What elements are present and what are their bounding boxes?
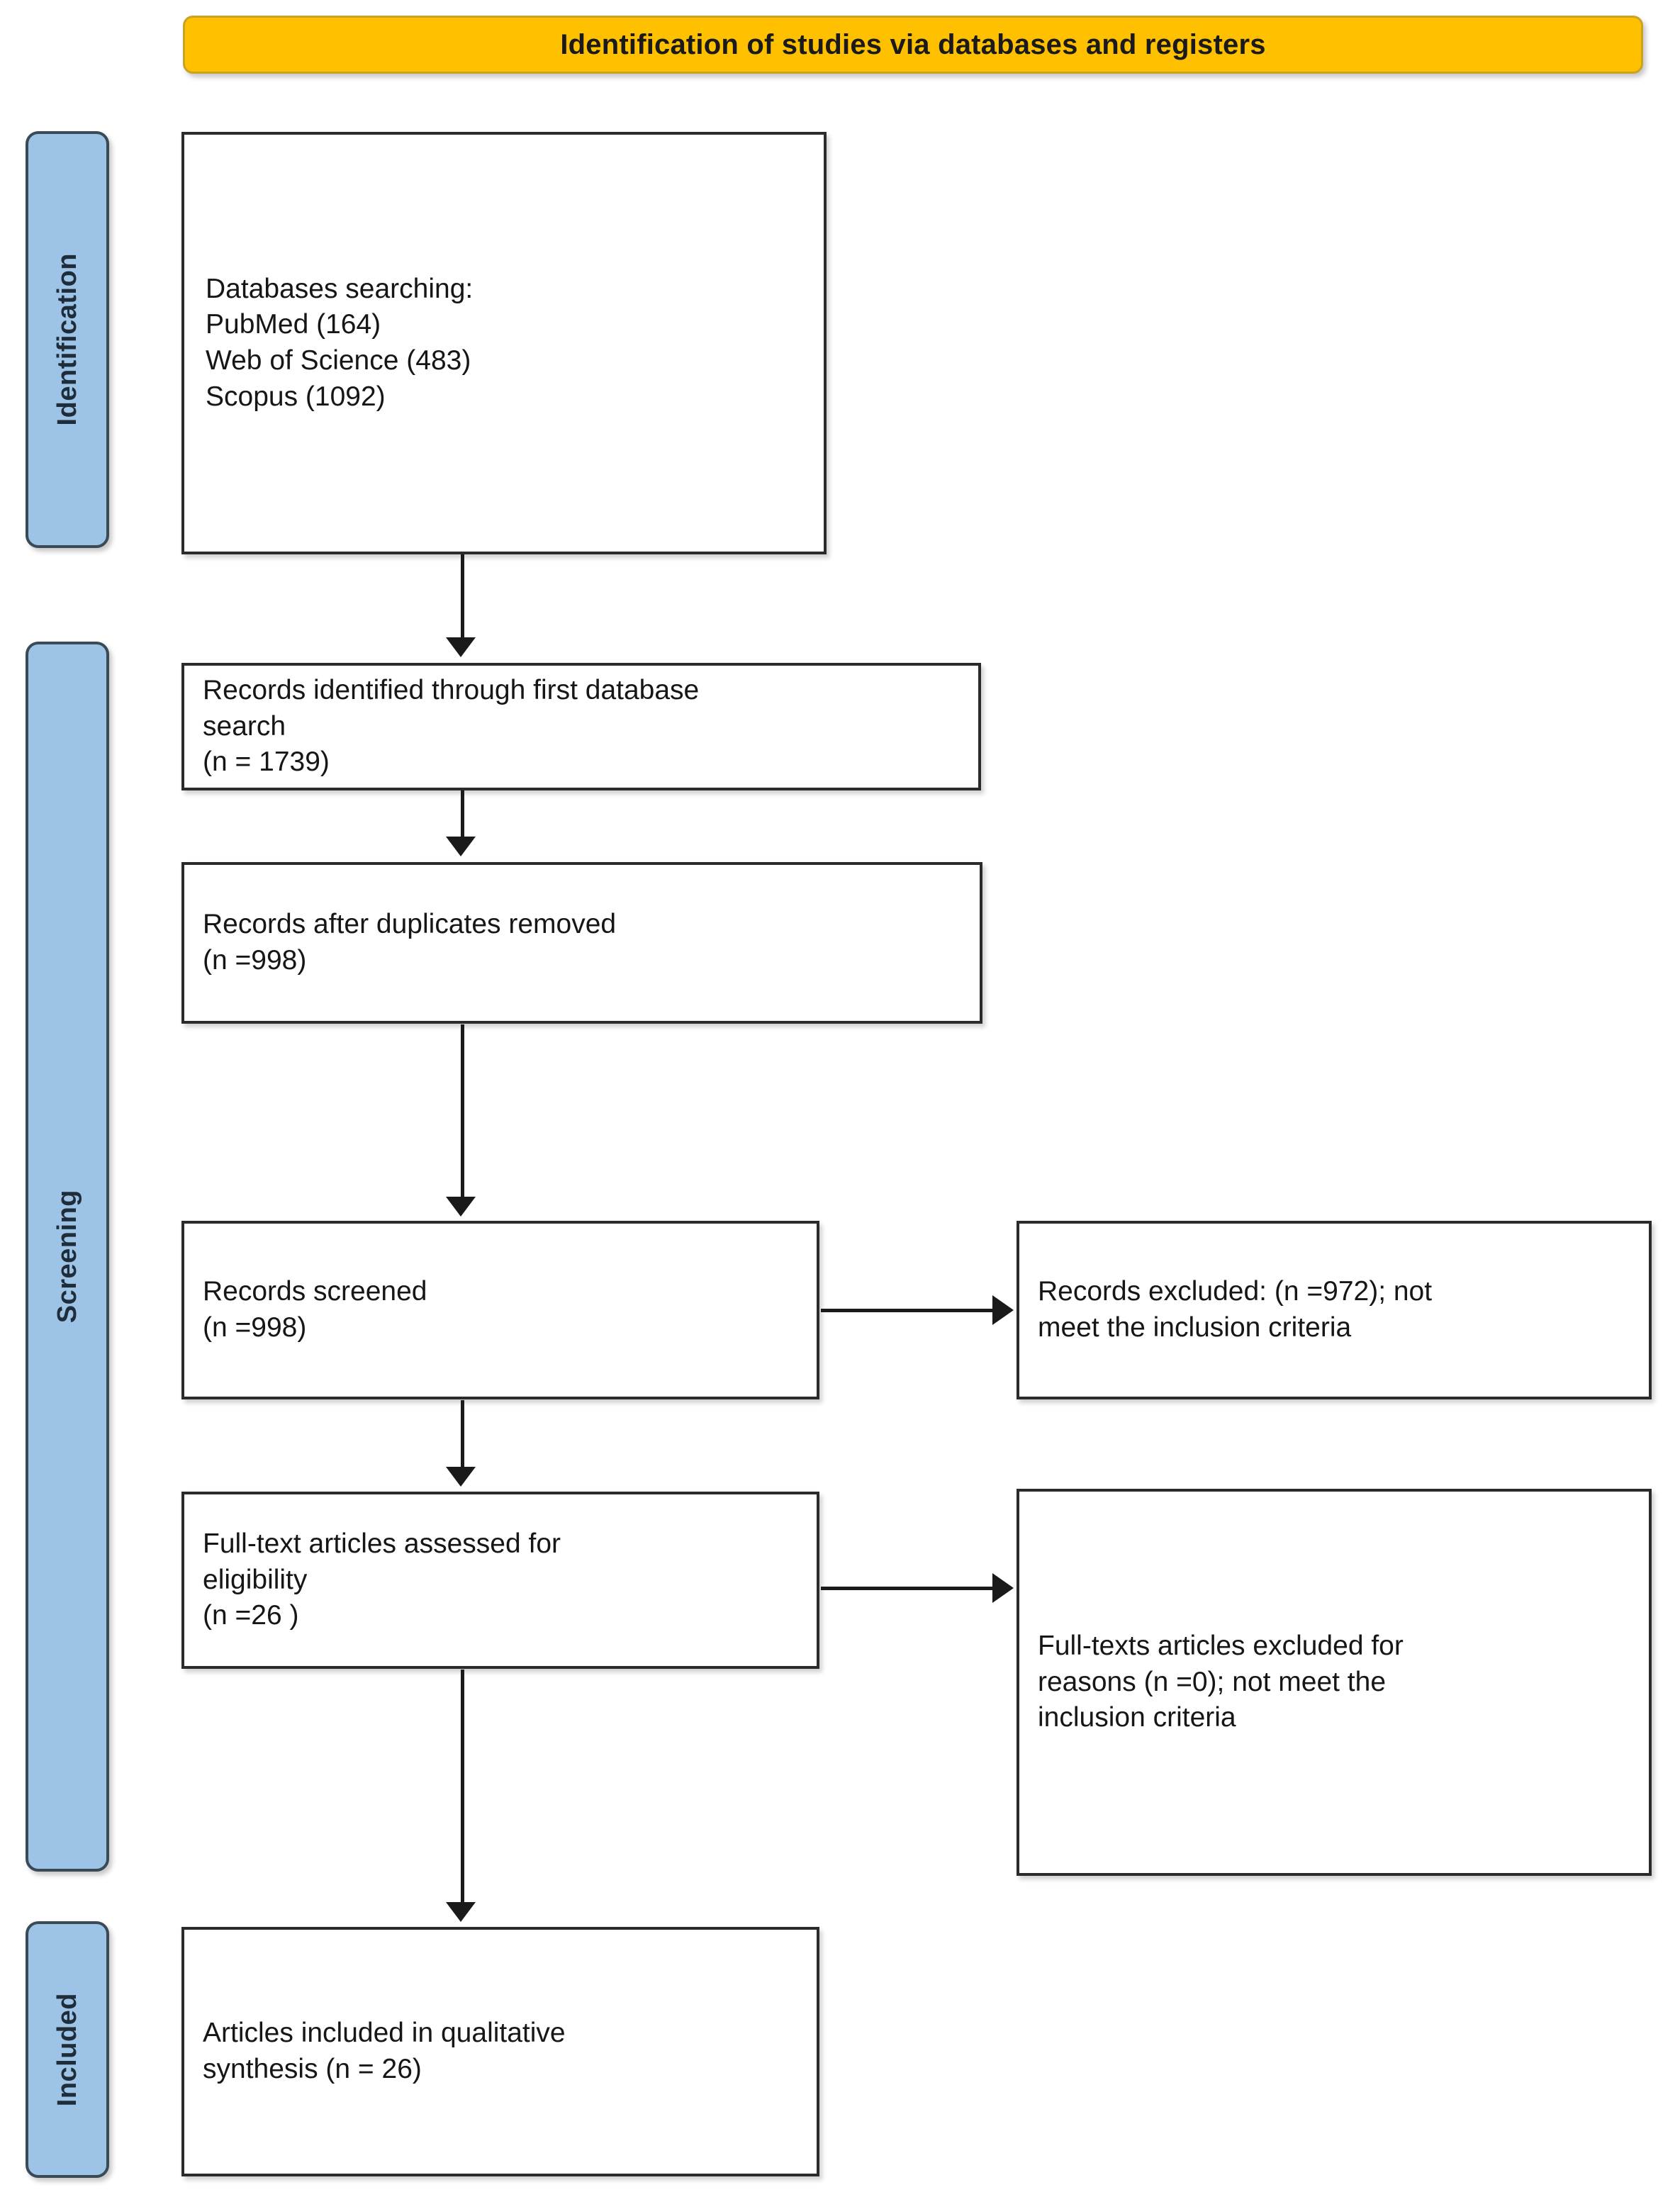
flow-box-records-excluded: Records excluded: (n =972); not meet the… xyxy=(1017,1221,1652,1399)
flow-box-records-identified: Records identified through first databas… xyxy=(181,663,981,790)
arrow-fulltext-to-included-line xyxy=(461,1670,464,1903)
stage-label-screening: Screening xyxy=(26,642,109,1872)
flow-box-records-screened: Records screened (n =998) xyxy=(181,1221,819,1399)
arrow-databases-to-identified-head-icon xyxy=(446,637,476,657)
page-title: Identification of studies via databases … xyxy=(560,28,1266,60)
flow-box-databases-searching: Databases searching: PubMed (164) Web of… xyxy=(181,132,827,554)
flow-box-fulltext-assessed: Full-text articles assessed for eligibil… xyxy=(181,1492,819,1669)
flow-box-fulltext-excluded: Full-texts articles excluded for reasons… xyxy=(1017,1489,1652,1876)
stage-screening-text: Screening xyxy=(52,1190,82,1324)
stage-label-identification: Identification xyxy=(26,131,109,548)
arrow-fulltext-to-fulltext-excluded-line xyxy=(821,1587,997,1590)
flow-box-fulltext-excluded-text: Full-texts articles excluded for reasons… xyxy=(1038,1630,1404,1733)
arrow-screened-to-fulltext-head-icon xyxy=(446,1467,476,1487)
arrow-identified-to-duplicates-head-icon xyxy=(446,837,476,856)
flow-box-articles-included: Articles included in qualitative synthes… xyxy=(181,1927,819,2176)
stage-included-text: Included xyxy=(52,1992,82,2107)
arrow-screened-to-excluded-head-icon xyxy=(992,1295,1014,1325)
flow-box-records-after-duplicates-removed: Records after duplicates removed (n =998… xyxy=(181,862,982,1024)
flow-box-fulltext-assessed-text: Full-text articles assessed for eligibil… xyxy=(203,1528,561,1631)
stage-identification-text: Identification xyxy=(52,253,82,426)
arrow-screened-to-excluded-line xyxy=(821,1309,997,1312)
arrow-duplicates-to-screened-line xyxy=(461,1024,464,1197)
flow-box-articles-included-text: Articles included in qualitative synthes… xyxy=(203,2018,566,2084)
diagram-header-banner: Identification of studies via databases … xyxy=(183,16,1643,74)
stage-label-included: Included xyxy=(26,1921,109,2178)
flow-box-records-identified-text: Records identified through first databas… xyxy=(203,674,700,778)
arrow-databases-to-identified-line xyxy=(461,554,464,639)
flow-box-records-after-duplicates-removed-text: Records after duplicates removed (n =998… xyxy=(203,909,617,975)
arrow-fulltext-to-fulltext-excluded-head-icon xyxy=(992,1573,1014,1603)
arrow-fulltext-to-included-head-icon xyxy=(446,1902,476,1922)
arrow-identified-to-duplicates-line xyxy=(461,790,464,839)
flow-box-records-screened-text: Records screened (n =998) xyxy=(203,1276,427,1343)
flow-box-records-excluded-text: Records excluded: (n =972); not meet the… xyxy=(1038,1276,1433,1343)
arrow-screened-to-fulltext-line xyxy=(461,1400,464,1468)
arrow-duplicates-to-screened-head-icon xyxy=(446,1197,476,1217)
flow-box-databases-searching-text: Databases searching: PubMed (164) Web of… xyxy=(206,273,474,412)
